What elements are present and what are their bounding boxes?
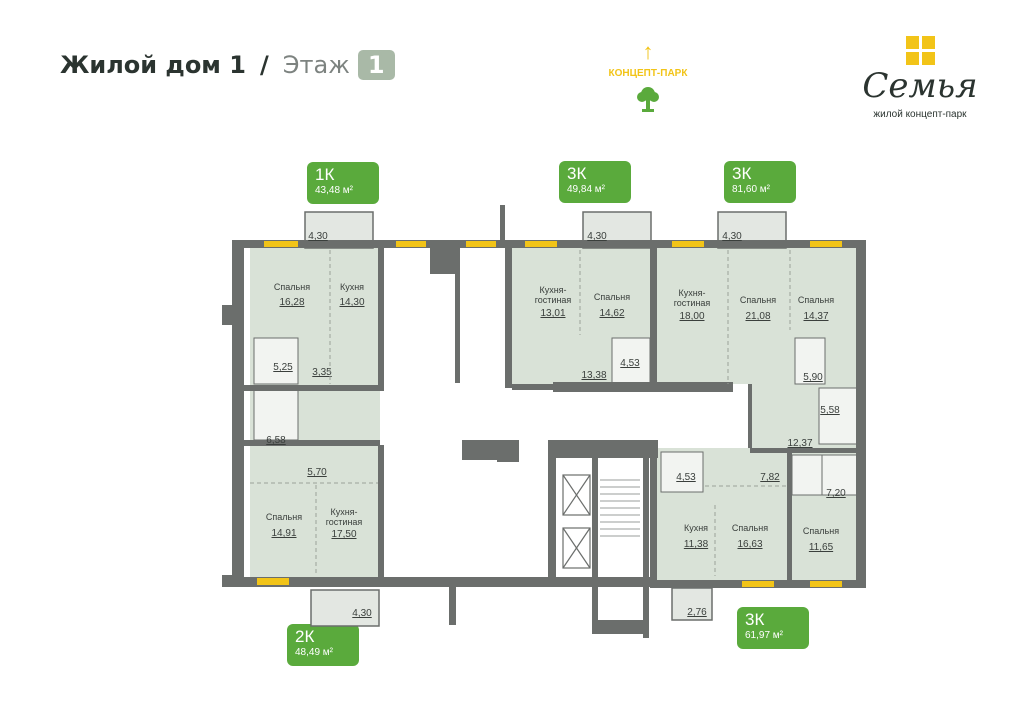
svg-text:Спальня: Спальня	[594, 292, 630, 302]
svg-text:Кухня-: Кухня-	[678, 288, 705, 298]
svg-text:Кухня-: Кухня-	[330, 507, 357, 517]
stairs	[600, 479, 640, 537]
apartment-badge-3k-large[interactable]: 3К 81,60 м²	[724, 161, 796, 203]
apartment-badge-1k[interactable]: 1К 43,48 м²	[307, 162, 379, 204]
floor-label: Этаж	[282, 51, 350, 79]
svg-text:Спальня: Спальня	[266, 512, 302, 522]
svg-text:4,30: 4,30	[308, 231, 328, 242]
svg-text:12,37: 12,37	[787, 438, 812, 449]
svg-text:5,70: 5,70	[307, 467, 327, 478]
apartment-badge-2k[interactable]: 2К 48,49 м²	[287, 624, 359, 666]
svg-text:6,58: 6,58	[266, 435, 286, 446]
apartment-3k-small[interactable]	[512, 211, 652, 384]
brand-logo: Семья жилой концепт-парк	[850, 36, 990, 120]
tree-icon	[598, 85, 698, 118]
svg-text:5,25: 5,25	[273, 362, 293, 373]
park-label: КОНЦЕПТ-ПАРК	[608, 68, 688, 79]
svg-text:Спальня: Спальня	[732, 523, 768, 533]
svg-text:Спальня: Спальня	[803, 526, 839, 536]
svg-text:14,91: 14,91	[271, 528, 296, 539]
svg-text:Кухня: Кухня	[340, 282, 364, 292]
apartment-type: 3К	[745, 610, 765, 629]
svg-text:5,90: 5,90	[803, 372, 823, 383]
svg-text:16,63: 16,63	[737, 539, 762, 550]
svg-text:7,20: 7,20	[826, 488, 846, 499]
building-name: Жилой дом 1	[60, 51, 246, 79]
svg-text:гостиная: гостиная	[326, 517, 363, 527]
logo-wordmark: Семья	[862, 66, 978, 106]
elevator-icons	[562, 474, 591, 569]
svg-text:18,00: 18,00	[679, 311, 704, 322]
svg-text:5,58: 5,58	[820, 405, 840, 416]
svg-text:4,30: 4,30	[587, 231, 607, 242]
svg-text:14,62: 14,62	[599, 308, 624, 319]
apartment-type: 2К	[295, 627, 315, 646]
arrow-up-icon: ↑	[642, 39, 654, 64]
svg-text:3,35: 3,35	[312, 367, 332, 378]
svg-text:14,37: 14,37	[803, 311, 828, 322]
apartment-area: 81,60 м²	[732, 184, 771, 195]
apartment-area: 48,49 м²	[295, 647, 334, 658]
apartment-area: 61,97 м²	[745, 630, 784, 641]
windows	[257, 241, 842, 587]
title-separator: /	[259, 51, 269, 79]
svg-text:21,08: 21,08	[745, 311, 770, 322]
apartment-area: 49,84 м²	[567, 184, 606, 195]
svg-text:13,38: 13,38	[581, 370, 606, 381]
svg-text:Спальня: Спальня	[274, 282, 310, 292]
svg-text:2,76: 2,76	[687, 607, 707, 618]
svg-text:7,82: 7,82	[760, 472, 780, 483]
svg-text:17,50: 17,50	[331, 529, 356, 540]
window-squares-icon	[905, 36, 935, 65]
apartment-type: 3К	[567, 164, 587, 183]
svg-text:4,53: 4,53	[676, 472, 696, 483]
page-title: Жилой дом 1 / Этаж 1	[60, 50, 395, 80]
svg-text:4,53: 4,53	[620, 358, 640, 369]
apartment-badge-3k-corner[interactable]: 3К 61,97 м²	[737, 607, 809, 649]
logo-subtitle: жилой концепт-парк	[873, 109, 967, 120]
floor-number-badge[interactable]: 1	[357, 50, 395, 80]
svg-text:13,01: 13,01	[540, 308, 565, 319]
svg-text:4,30: 4,30	[352, 608, 372, 619]
svg-text:гостиная: гостиная	[674, 298, 711, 308]
apartment-type: 1К	[315, 165, 335, 184]
svg-text:4,30: 4,30	[722, 231, 742, 242]
svg-text:14,30: 14,30	[339, 297, 364, 308]
svg-text:16,28: 16,28	[279, 297, 304, 308]
svg-text:Кухня-: Кухня-	[539, 285, 566, 295]
svg-text:11,38: 11,38	[684, 539, 709, 550]
svg-text:11,65: 11,65	[809, 542, 834, 553]
apartment-area: 43,48 м²	[315, 185, 354, 196]
apartment-badge-3k-small[interactable]: 3К 49,84 м²	[559, 161, 631, 203]
svg-text:Кухня: Кухня	[684, 523, 708, 533]
svg-text:Спальня: Спальня	[740, 295, 776, 305]
svg-text:гостиная: гостиная	[535, 295, 572, 305]
svg-text:Спальня: Спальня	[798, 295, 834, 305]
apartment-type: 3К	[732, 164, 752, 183]
park-direction-marker: ↑ КОНЦЕПТ-ПАРК	[598, 39, 698, 118]
